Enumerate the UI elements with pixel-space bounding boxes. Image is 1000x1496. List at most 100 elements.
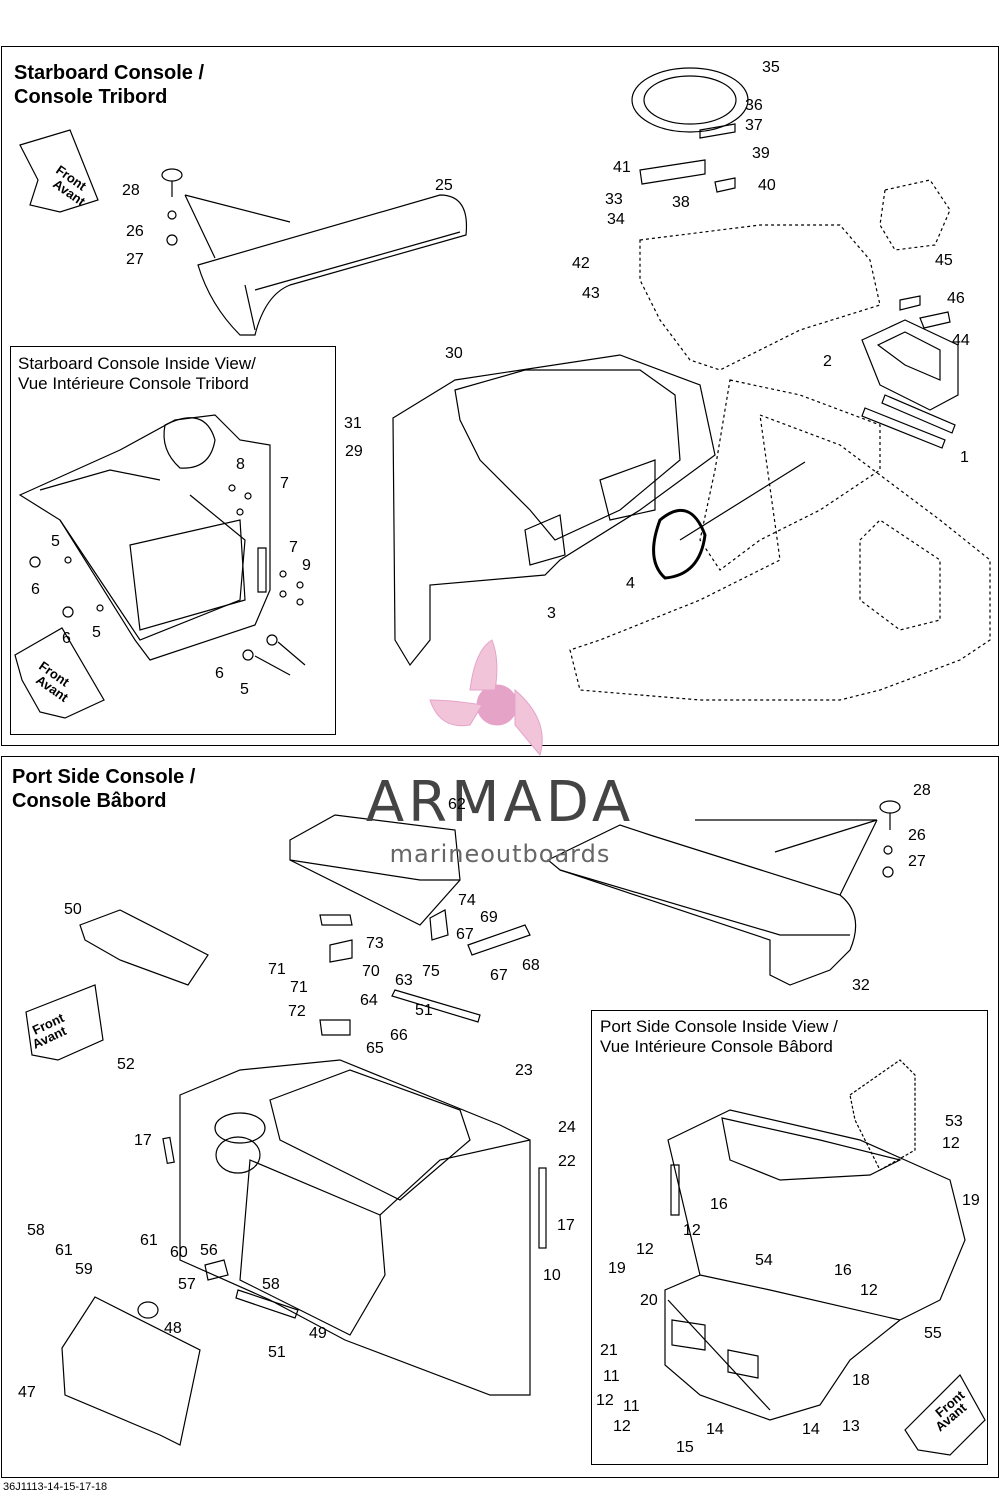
hull-outline	[569, 179, 991, 701]
callout: 12	[942, 1135, 960, 1152]
callout: 14	[802, 1421, 820, 1438]
callout: 64	[360, 992, 378, 1009]
callout: 32	[852, 977, 870, 994]
callout: 26	[126, 223, 144, 240]
watermark-brand: ARMADA	[365, 770, 635, 835]
callout: 68	[522, 957, 540, 974]
callout: 6	[31, 581, 40, 598]
callout: 15	[676, 1439, 694, 1456]
fastener-28-26-27	[161, 168, 183, 246]
watermark-tagline: marineoutboards	[389, 840, 611, 868]
switch-housing-part	[861, 295, 959, 411]
callout: 70	[362, 963, 380, 980]
callout: 51	[415, 1002, 433, 1019]
callout: 66	[390, 1027, 408, 1044]
trim-strip-17	[538, 1167, 547, 1249]
cover-plate-inner	[643, 75, 737, 125]
callout: 75	[422, 963, 440, 980]
latch-56	[204, 1259, 229, 1281]
port-console-panel	[1, 756, 999, 1478]
cover-plate-part	[631, 67, 749, 133]
callout: 59	[75, 1261, 93, 1278]
bracket-38	[714, 177, 736, 193]
port-inside-drawing	[664, 1059, 966, 1421]
callout: 50	[64, 901, 82, 918]
callout: 3	[547, 605, 556, 622]
callout: 58	[27, 1222, 45, 1239]
callout: 49	[309, 1325, 327, 1342]
callout: 5	[51, 533, 60, 550]
port-title-line1: Port Side Console /	[12, 766, 196, 788]
trim-17	[162, 1136, 175, 1165]
callout: 12	[860, 1282, 878, 1299]
hinge-parts	[319, 909, 531, 1036]
port-inset-title-line2: Vue Intérieure Console Bâbord	[600, 1037, 833, 1056]
callout: 71	[290, 979, 308, 996]
starboard-title-line2: Console Tribord	[14, 86, 168, 108]
gasket-ring	[652, 509, 707, 580]
callout: 28	[913, 782, 931, 799]
callout: 10	[543, 1267, 561, 1284]
armada-logo-icon	[429, 639, 543, 757]
callout: 55	[924, 1325, 942, 1342]
callout: 43	[582, 285, 600, 302]
callout: 61	[55, 1242, 73, 1259]
callout: 14	[706, 1421, 724, 1438]
callout: 21	[600, 1342, 618, 1359]
callout: 5	[240, 681, 249, 698]
starboard-title-line1: Starboard Console /	[14, 62, 205, 84]
callout: 20	[640, 1292, 658, 1309]
callout: 72	[288, 1003, 306, 1020]
callout: 11	[603, 1368, 620, 1385]
leader-line	[695, 819, 878, 896]
starboard-inside-drawing	[18, 414, 271, 661]
callout: 7	[289, 539, 298, 556]
leader-line	[679, 461, 806, 541]
callout: 7	[280, 475, 289, 492]
callout: 39	[752, 145, 770, 162]
leader-line	[184, 194, 291, 259]
callout: 26	[908, 827, 926, 844]
callout: 6	[215, 665, 224, 682]
callout: 2	[823, 353, 832, 370]
callout: 27	[126, 251, 144, 268]
callout: 12	[596, 1392, 614, 1409]
strap-1	[861, 394, 956, 449]
callout: 13	[842, 1418, 860, 1435]
starboard-console-shell	[392, 354, 716, 667]
callout: 63	[395, 972, 413, 989]
callout: 34	[607, 211, 625, 228]
callout: 60	[170, 1244, 188, 1261]
callout: 33	[605, 191, 623, 208]
callout: 17	[134, 1132, 152, 1149]
starboard-console-panel	[1, 46, 999, 746]
drawing-code: 36J1113-14-15-17-18	[3, 1481, 108, 1493]
callout: 16	[834, 1262, 852, 1279]
bracket-36	[699, 123, 736, 139]
callout: 12	[636, 1241, 654, 1258]
callout: 48	[164, 1320, 182, 1337]
callout: 57	[178, 1276, 196, 1293]
mat-50	[79, 909, 209, 986]
starboard-inside-view-inset	[10, 346, 336, 735]
callout: 16	[710, 1196, 728, 1213]
callout: 41	[613, 159, 631, 176]
callout: 8	[236, 456, 245, 473]
fastener-28-26-27-bottom	[879, 800, 901, 878]
callout: 25	[435, 177, 453, 194]
callout: 69	[480, 909, 498, 926]
callout: 40	[758, 177, 776, 194]
latch-strip-49	[235, 1289, 299, 1319]
armrest-cushion-part	[197, 194, 468, 336]
callout: 38	[672, 194, 690, 211]
port-inside-view-inset	[591, 1010, 988, 1465]
callout: 18	[852, 1372, 870, 1389]
callout: 67	[456, 926, 474, 943]
callout: 51	[268, 1344, 286, 1361]
callout: 28	[122, 182, 140, 199]
callout: 52	[117, 1056, 135, 1073]
callout: 22	[558, 1153, 576, 1170]
callout: 56	[200, 1242, 218, 1259]
